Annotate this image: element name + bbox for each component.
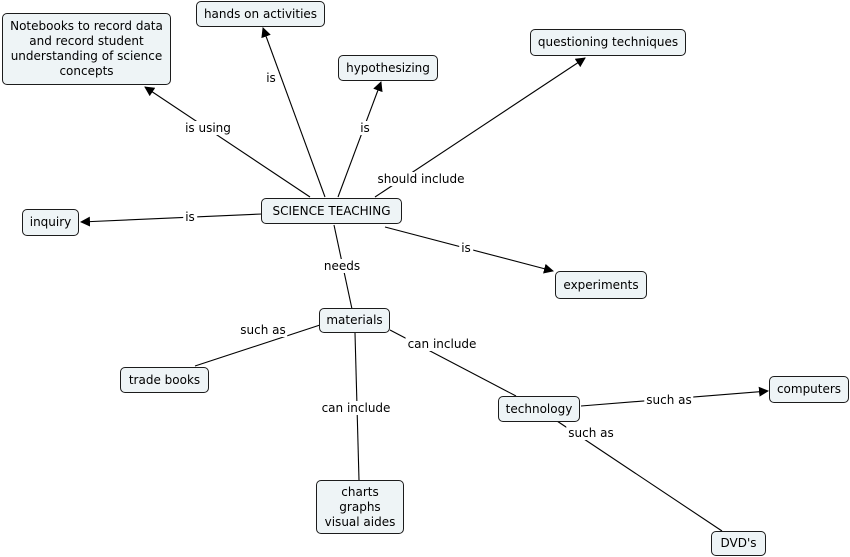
link-label-needs: needs bbox=[321, 259, 363, 273]
link-label-such-as-dvds: such as bbox=[566, 426, 616, 440]
link-label-is-inquiry: is bbox=[183, 210, 197, 224]
link-label-can-include-tech: can include bbox=[405, 337, 479, 351]
link-label-is-hypothesizing: is bbox=[358, 121, 372, 135]
node-charts-graphs-visual-aides[interactable]: charts graphs visual aides bbox=[316, 480, 404, 534]
link-label-such-as-trade: such as bbox=[238, 323, 288, 337]
node-technology[interactable]: technology bbox=[498, 396, 580, 422]
connector-is-using bbox=[144, 86, 311, 198]
node-inquiry[interactable]: inquiry bbox=[22, 209, 79, 236]
link-label-is-hands-on: is bbox=[264, 71, 278, 85]
node-dvds[interactable]: DVD's bbox=[711, 531, 766, 556]
node-experiments[interactable]: experiments bbox=[555, 271, 647, 299]
node-computers[interactable]: computers bbox=[769, 376, 849, 403]
node-hands-on-activities[interactable]: hands on activities bbox=[196, 1, 325, 27]
link-label-is-using: is using bbox=[183, 121, 233, 135]
node-questioning-techniques[interactable]: questioning techniques bbox=[530, 29, 686, 56]
connector-is-inquiry bbox=[80, 213, 263, 227]
node-hypothesizing[interactable]: hypothesizing bbox=[338, 55, 438, 81]
connector-is-hands-on bbox=[261, 27, 326, 198]
node-notebooks[interactable]: Notebooks to record data and record stud… bbox=[2, 13, 171, 85]
link-label-can-include-charts: can include bbox=[319, 401, 393, 415]
connector-is-hypothesizing bbox=[337, 81, 383, 198]
node-materials[interactable]: materials bbox=[319, 308, 390, 333]
link-label-should-include: should include bbox=[375, 172, 467, 186]
node-trade-books[interactable]: trade books bbox=[120, 367, 209, 393]
node-science-teaching[interactable]: SCIENCE TEACHING bbox=[261, 198, 402, 224]
connector-such-as-trade bbox=[194, 324, 321, 367]
link-label-is-experiments: is bbox=[459, 241, 473, 255]
link-label-such-as-computers: such as bbox=[644, 393, 694, 407]
